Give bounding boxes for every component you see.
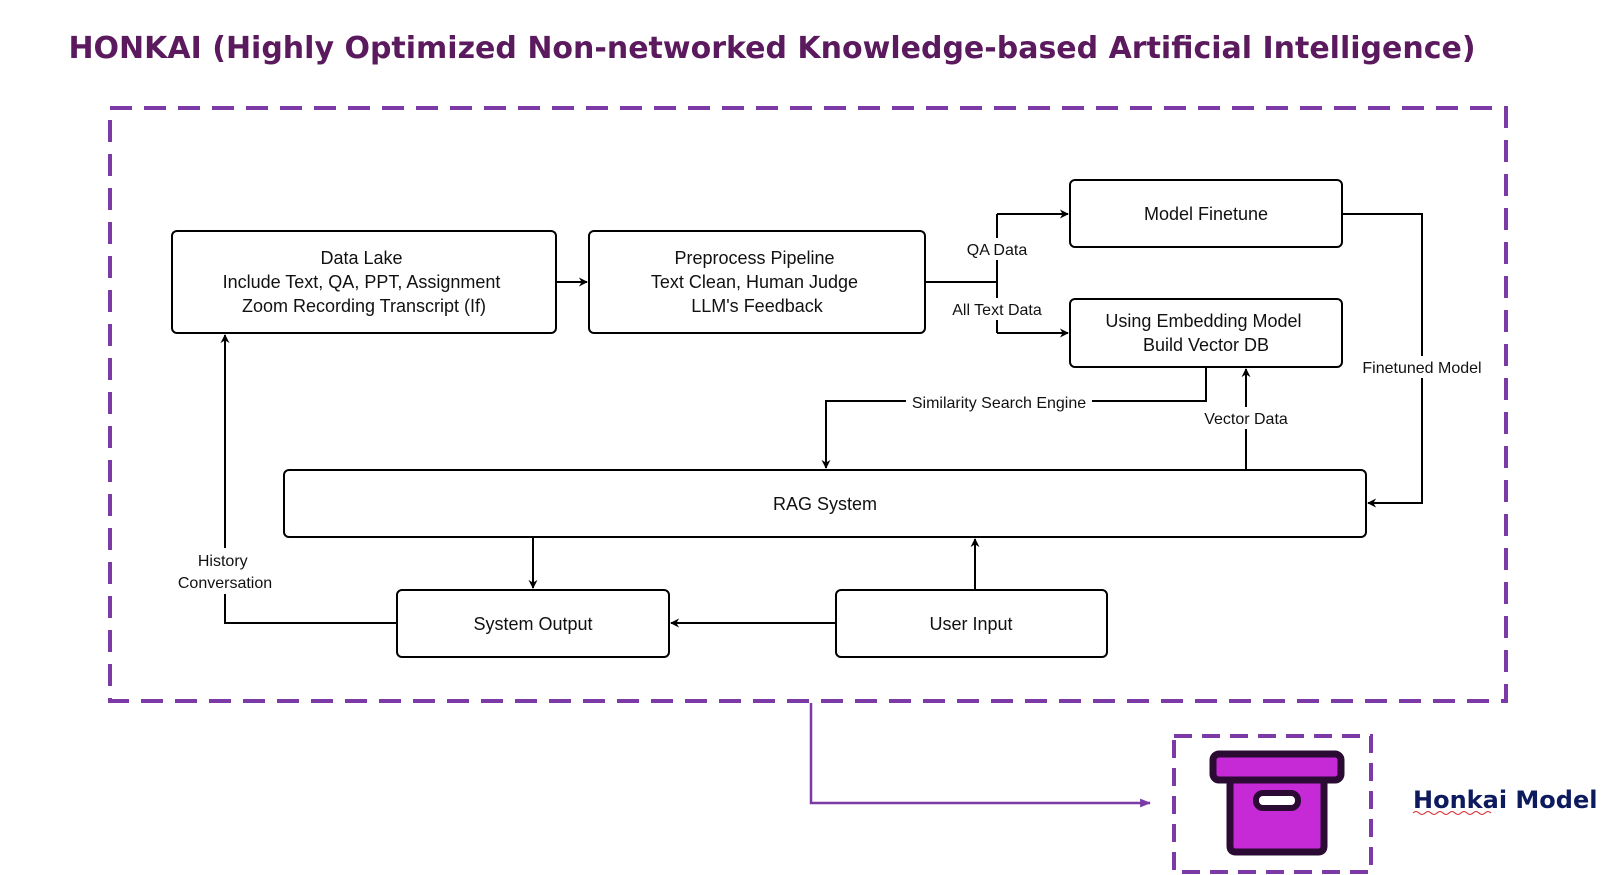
user-input-node[interactable]: User Input xyxy=(835,589,1108,658)
history-label: History xyxy=(198,553,248,570)
svg-text:History Conversation: History Conversation xyxy=(178,553,272,592)
preprocess-title: Preprocess Pipeline xyxy=(674,248,834,268)
system-output-label: System Output xyxy=(473,614,592,634)
similarity-search-label: Similarity Search Engine xyxy=(912,395,1086,412)
preprocess-detail: Text Clean, Human Judge xyxy=(651,272,858,292)
data-lake-node[interactable]: Data Lake Include Text, QA, PPT, Assignm… xyxy=(171,230,557,334)
finetuned-model-label: Finetuned Model xyxy=(1362,360,1481,377)
all-text-data-label: All Text Data xyxy=(952,302,1042,319)
preprocess-pipeline-node[interactable]: Preprocess Pipeline Text Clean, Human Ju… xyxy=(588,230,926,334)
history-label-bg xyxy=(170,548,280,594)
data-lake-title: Data Lake xyxy=(320,248,402,268)
model-finetune-node[interactable]: Model Finetune xyxy=(1069,179,1343,248)
similarity-search-label-bg xyxy=(906,391,1092,413)
honkai-model-frame xyxy=(1172,734,1373,874)
vector-db-detail: Build Vector DB xyxy=(1143,335,1269,355)
rag-system-label: RAG System xyxy=(773,494,877,514)
vector-data-label: Vector Data xyxy=(1204,411,1288,428)
conversation-label: Conversation xyxy=(178,575,272,592)
honkai-system-frame xyxy=(108,106,1508,703)
svg-text:Preprocess Pipeline Text: Preprocess Pipeline Text Clean, Human Ju… xyxy=(651,248,863,316)
model-finetune-label: Model Finetune xyxy=(1144,204,1268,224)
vector-data-label-bg xyxy=(1198,407,1294,429)
preprocess-detail-2: LLM's Feedback xyxy=(691,296,824,316)
edge-similarity-search xyxy=(821,367,1207,469)
qa-data-label-bg xyxy=(956,238,1036,260)
edge-history-conversation xyxy=(220,334,397,624)
vector-db-title: Using Embedding Model xyxy=(1105,311,1301,331)
honkai-model-label: Honkai Model xyxy=(1413,786,1597,814)
vector-db-node[interactable]: Using Embedding Model Build Vector DB xyxy=(1069,298,1343,368)
svg-text:Using Embedding Model Bu: Using Embedding Model Build Vector DB xyxy=(1105,311,1306,355)
data-lake-detail: Include Text, QA, PPT, Assignment xyxy=(223,272,501,292)
all-text-data-label-bg xyxy=(942,298,1052,320)
svg-text:Data Lake Include Text,: Data Lake Include Text, QA, PPT, Assignm… xyxy=(223,248,506,316)
edge-to-honkai-model xyxy=(809,703,1152,808)
archive-box-icon xyxy=(1209,750,1345,856)
system-output-node[interactable]: System Output xyxy=(396,589,670,658)
qa-data-label: QA Data xyxy=(967,242,1028,259)
finetuned-model-label-bg xyxy=(1352,356,1492,378)
user-input-label: User Input xyxy=(929,614,1012,634)
page-title: HONKAI (Highly Optimized Non-networked K… xyxy=(68,31,1475,66)
spellcheck-underline xyxy=(1412,811,1492,815)
rag-system-node[interactable]: RAG System xyxy=(283,469,1367,538)
data-lake-detail-2: Zoom Recording Transcript (If) xyxy=(242,296,486,316)
